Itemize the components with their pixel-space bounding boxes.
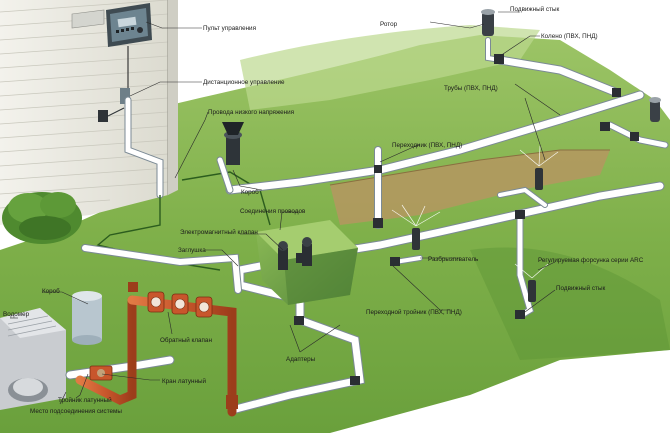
label-adapter-pvc: Переходник (ПВХ, ПНД): [392, 142, 462, 149]
label-wire-connection: Соединения проводов: [240, 208, 306, 215]
label-brass-tee: Тройник латунный: [58, 396, 112, 404]
label-box-upper: Короб: [241, 188, 259, 196]
label-pipes: Трубы (ПВХ, ПНД): [444, 84, 498, 92]
label-arc-nozzle: Регулируемая форсунка серии ARC: [538, 257, 644, 264]
label-swing-joint-top: Подвижный стык: [510, 5, 559, 13]
lower-box-cylinder: [72, 291, 102, 345]
leader-lines: [10, 11, 561, 405]
controller-unit: [71, 3, 152, 122]
fittings: [294, 54, 639, 385]
upper-box: [222, 122, 244, 165]
copper-riser: [75, 282, 238, 417]
label-controller: Пульт управления: [203, 25, 256, 32]
labels: Пульт управления Дистанционное управлени…: [3, 5, 644, 415]
label-remote-control: Дистанционное управление: [203, 79, 285, 86]
sprinkler-heads: [391, 9, 661, 302]
label-rotor: Ротор: [380, 21, 398, 28]
lawn-highlight: [240, 25, 540, 110]
water-meter-housing: [0, 308, 66, 410]
label-brass-valve: Кран латунный: [162, 377, 207, 385]
label-plug: Заглушка: [178, 247, 206, 254]
label-adapters: Адаптеры: [286, 356, 316, 363]
label-box-lower: Короб: [42, 287, 60, 295]
label-water-meter: Водомер: [3, 311, 30, 318]
label-transition-tee: Переходной тройник (ПВХ, ПНД): [366, 308, 462, 316]
soil-path-edge: [329, 149, 610, 186]
main-pipe-network: [65, 37, 669, 415]
label-check-valve: Обратный клапан: [160, 336, 212, 344]
label-low-voltage-wires: Провода низкого напряжения: [208, 109, 294, 116]
conduit-pipe: [125, 97, 163, 198]
shrub: [2, 192, 82, 244]
label-elbow: Колено (ПВХ, ПНД): [541, 33, 598, 40]
label-solenoid-valve: Электромагнитный клапан: [180, 228, 258, 236]
label-connection-point: Место подсоединения системы: [30, 408, 122, 415]
label-swing-joint-bottom: Подвижный стык: [556, 284, 605, 292]
label-sprayer: Разбрызгиватель: [428, 255, 479, 263]
